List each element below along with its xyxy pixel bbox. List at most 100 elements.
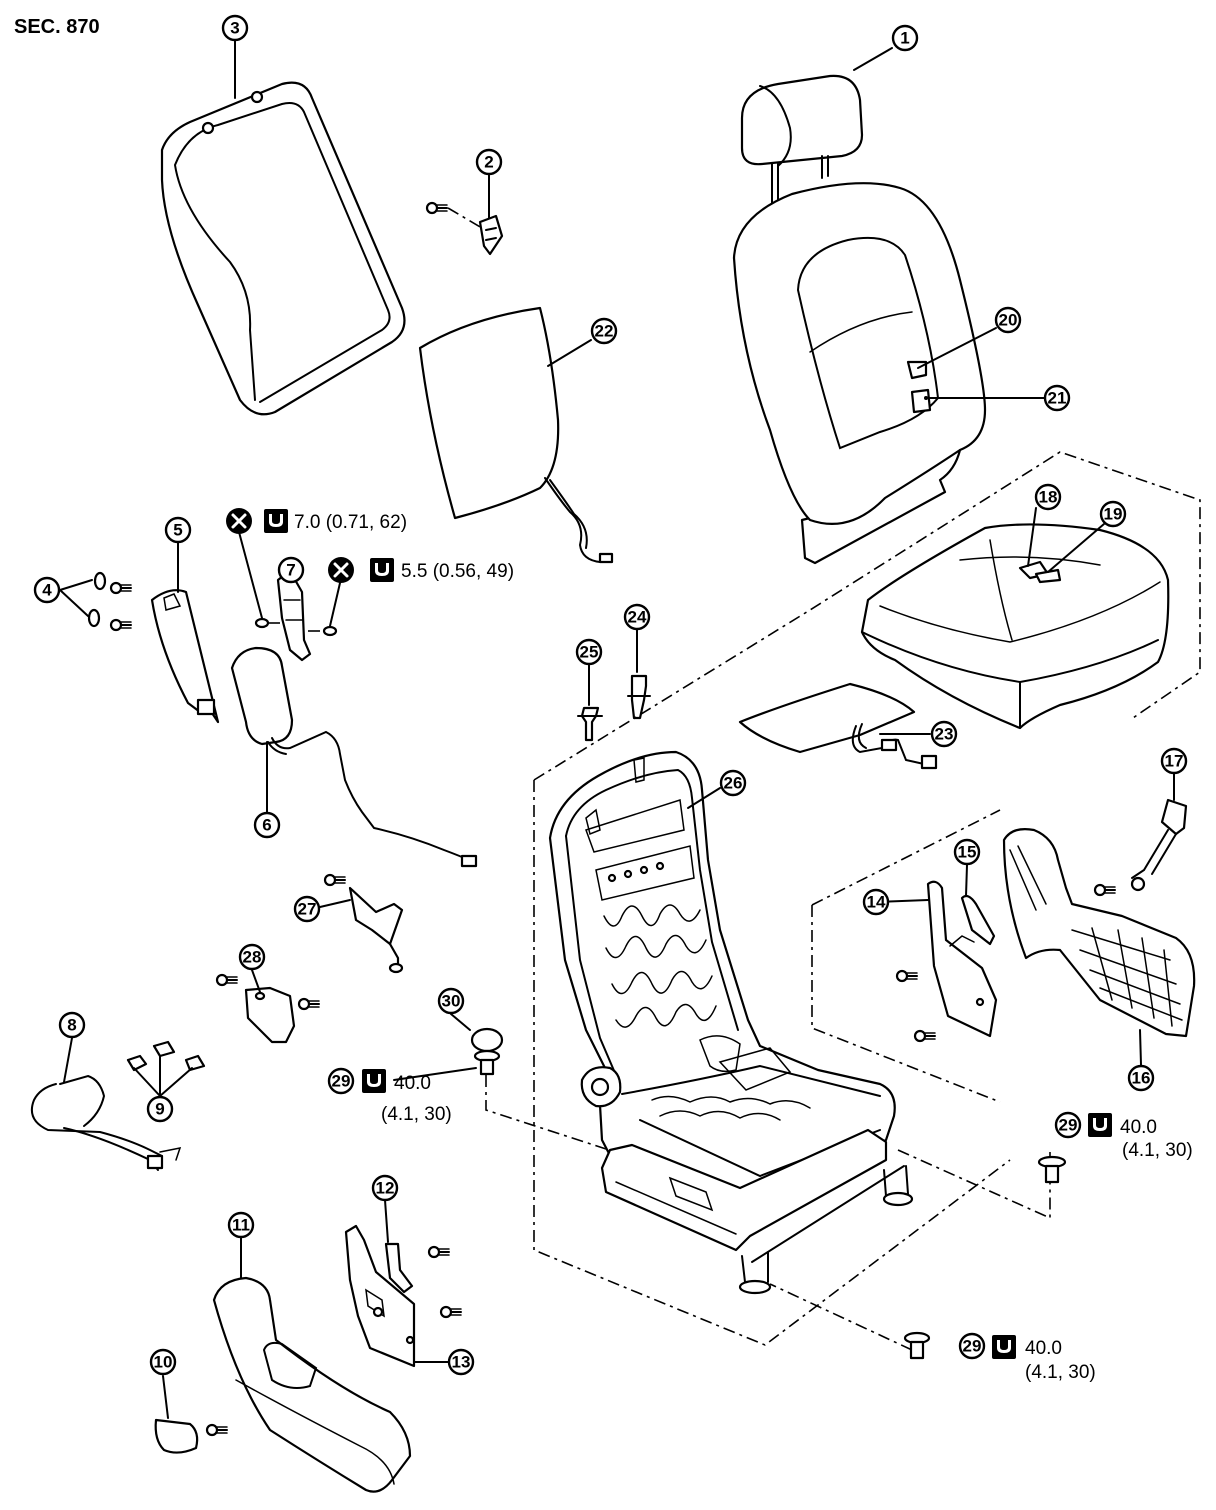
svg-text:5: 5 <box>173 521 182 540</box>
svg-text:4: 4 <box>42 581 52 600</box>
callout-6: 6 <box>253 811 281 839</box>
svg-text:10: 10 <box>154 1353 173 1372</box>
svg-text:18: 18 <box>1039 488 1058 507</box>
svg-text:5.5 (0.56, 49): 5.5 (0.56, 49) <box>401 561 514 582</box>
svg-text:25: 25 <box>580 643 599 662</box>
torque-wrench-icon <box>370 558 394 582</box>
callout-23: 23 <box>930 720 958 748</box>
svg-text:2: 2 <box>484 153 493 172</box>
torque-wrench-icon <box>362 1069 386 1093</box>
callout-8: 8 <box>58 1011 86 1039</box>
svg-text:6: 6 <box>262 816 271 835</box>
callout-19: 19 <box>1099 500 1127 528</box>
callout-13: 13 <box>447 1348 475 1376</box>
svg-text:17: 17 <box>1165 752 1184 771</box>
svg-text:3: 3 <box>230 19 239 38</box>
callout-18: 18 <box>1034 483 1062 511</box>
callout-15: 15 <box>953 838 981 866</box>
outer-side-cover <box>205 1276 412 1493</box>
callout-2: 2 <box>475 148 503 176</box>
svg-text:21: 21 <box>1048 389 1067 408</box>
bracket-27 <box>323 873 404 974</box>
headrest <box>740 74 864 205</box>
clips-9 <box>126 1040 206 1072</box>
svg-text:23: 23 <box>935 725 954 744</box>
svg-text:28: 28 <box>243 948 262 967</box>
side-airbag-module <box>230 646 478 868</box>
callout-10: 10 <box>149 1348 177 1376</box>
callout-7: 7 <box>277 556 305 584</box>
harness-part <box>30 1074 182 1171</box>
section-label: SEC. 870 <box>14 16 100 38</box>
callout-12: 12 <box>371 1174 399 1202</box>
torque-spec-40-left: 40.0 (4.1, 30) <box>362 1069 452 1125</box>
svg-text:40.0: 40.0 <box>394 1073 431 1094</box>
callout-29a: 29 <box>327 1067 355 1095</box>
svg-text:29: 29 <box>963 1337 982 1356</box>
recliner-knob <box>154 1418 199 1454</box>
svg-text:27: 27 <box>298 900 317 919</box>
svg-text:16: 16 <box>1132 1069 1151 1088</box>
svg-text:(4.1, 30): (4.1, 30) <box>381 1104 452 1125</box>
clip-24 <box>627 674 651 720</box>
svg-text:8: 8 <box>67 1016 76 1035</box>
svg-text:29: 29 <box>332 1072 351 1091</box>
svg-text:26: 26 <box>724 774 743 793</box>
callout-4: 4 <box>33 576 61 604</box>
bracket-15 <box>960 894 996 946</box>
seatback-heater-pad <box>418 306 614 564</box>
callout-30: 30 <box>437 987 465 1015</box>
torque-wrench-icon <box>264 509 288 533</box>
seat-cushion <box>860 523 1170 730</box>
torque-spec-7: 7.0 (0.71, 62) <box>224 506 407 536</box>
svg-text:13: 13 <box>452 1353 471 1372</box>
svg-text:30: 30 <box>442 992 461 1011</box>
svg-text:24: 24 <box>628 608 647 627</box>
svg-text:15: 15 <box>958 843 977 862</box>
clip-25 <box>577 706 603 742</box>
airbag-bracket <box>254 570 338 662</box>
callout-14: 14 <box>862 888 890 916</box>
svg-text:19: 19 <box>1104 505 1123 524</box>
svg-text:(4.1, 30): (4.1, 30) <box>1025 1362 1096 1383</box>
svg-text:40.0: 40.0 <box>1120 1117 1157 1138</box>
svg-text:12: 12 <box>376 1179 395 1198</box>
callout-5: 5 <box>164 516 192 544</box>
callout-24: 24 <box>623 603 651 631</box>
seatback-rear-cover <box>160 81 406 416</box>
svg-text:14: 14 <box>867 893 886 912</box>
bolt-29-right <box>1037 1155 1067 1184</box>
seat-frame <box>548 750 914 1295</box>
bolt-29-left <box>473 1049 501 1076</box>
inner-cover-14 <box>895 880 998 1043</box>
callout-28: 28 <box>238 943 266 971</box>
svg-text:7.0 (0.71, 62): 7.0 (0.71, 62) <box>294 512 407 533</box>
buckle-17 <box>1130 798 1188 892</box>
callout-21: 21 <box>1043 384 1071 412</box>
svg-text:29: 29 <box>1059 1116 1078 1135</box>
callout-17: 17 <box>1160 747 1188 775</box>
callout-29b: 29 <box>1054 1111 1082 1139</box>
callout-20: 20 <box>994 306 1022 334</box>
torque-wrench-icon <box>992 1335 1016 1359</box>
svg-text:(4.1, 30): (4.1, 30) <box>1122 1140 1193 1161</box>
torque-spec-5-5: 5.5 (0.56, 49) <box>326 555 514 585</box>
do-not-reuse-icon <box>224 506 254 536</box>
svg-text:20: 20 <box>999 311 1018 330</box>
inner-shield-16 <box>1002 828 1196 1038</box>
svg-text:7: 7 <box>286 561 295 580</box>
torque-spec-40-right: 40.0 (4.1, 30) <box>1088 1113 1193 1161</box>
cap-30 <box>470 1027 504 1053</box>
seatback-front <box>732 182 987 565</box>
do-not-reuse-icon <box>326 555 356 585</box>
callout-3: 3 <box>221 14 249 42</box>
svg-text:9: 9 <box>155 1100 164 1119</box>
callout-25: 25 <box>575 638 603 666</box>
svg-text:22: 22 <box>595 322 614 341</box>
callout-26: 26 <box>719 769 747 797</box>
svg-text:1: 1 <box>900 29 909 48</box>
bracket-28 <box>215 973 321 1044</box>
side-finisher <box>87 571 220 724</box>
callout-22: 22 <box>590 317 618 345</box>
